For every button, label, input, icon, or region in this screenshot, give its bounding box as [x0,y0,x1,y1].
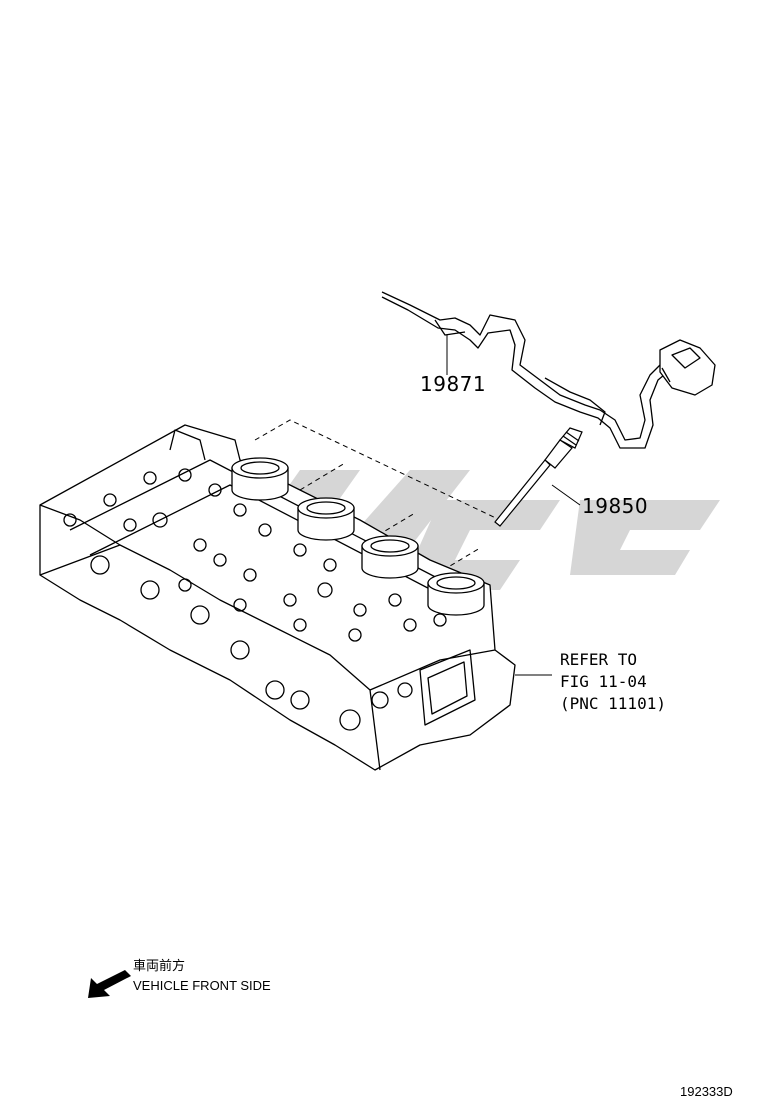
wiring-harness [381,291,716,449]
reference-note-line3: (PNC 11101) [560,694,666,713]
vehicle-front-label: 車両前方 VEHICLE FRONT SIDE [133,957,271,995]
vehicle-front-label-jp: 車両前方 [133,958,186,973]
vehicle-front-label-en: VEHICLE FRONT SIDE [133,978,271,993]
figure-id: 192333D [680,1084,733,1099]
assembly-dashed-lines [254,419,501,576]
callout-19871: 19871 [420,372,487,396]
glow-plug-bosses [231,457,485,616]
cylinder-head [39,424,516,771]
reference-note-line1: REFER TO [560,650,638,669]
glow-plug [494,427,583,527]
reference-note-line2: FIG 11-04 [560,672,647,691]
arrow-down-left-icon [88,970,131,998]
callout-19850: 19850 [582,494,649,518]
reference-note: REFER TO FIG 11-04 (PNC 11101) [560,649,666,715]
leader-lines [446,335,581,676]
